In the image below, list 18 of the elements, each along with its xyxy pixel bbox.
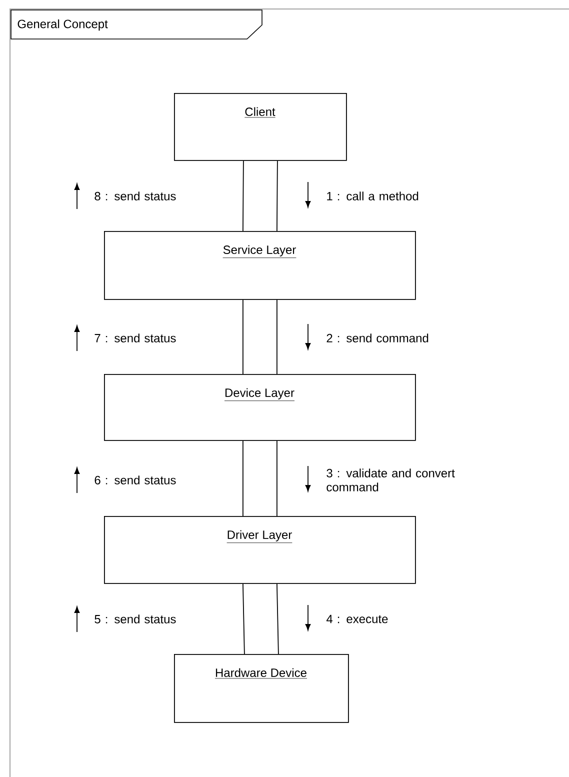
message-label: 4 : execute [326,614,388,624]
object-box: Device Layer [104,374,416,441]
message-label: 8 : send status [94,192,176,200]
object-box: Service Layer [104,231,416,300]
message-label: 5 : send status [94,614,176,624]
link [242,583,279,654]
object-box: Driver Layer [104,516,416,584]
message-label: 7 : send status [94,334,176,342]
link [242,440,278,516]
frame-tab: General Concept [10,10,262,40]
object-box: Client [174,93,347,161]
message-label: 3 : validate and convert command [326,468,455,492]
message-label: 6 : send status [94,476,176,484]
link [242,160,278,232]
message-label: 1 : call a method [327,192,418,200]
object-box: Hardware Device [174,654,349,723]
message-label: 2 : send command [326,334,428,342]
link [242,299,278,374]
